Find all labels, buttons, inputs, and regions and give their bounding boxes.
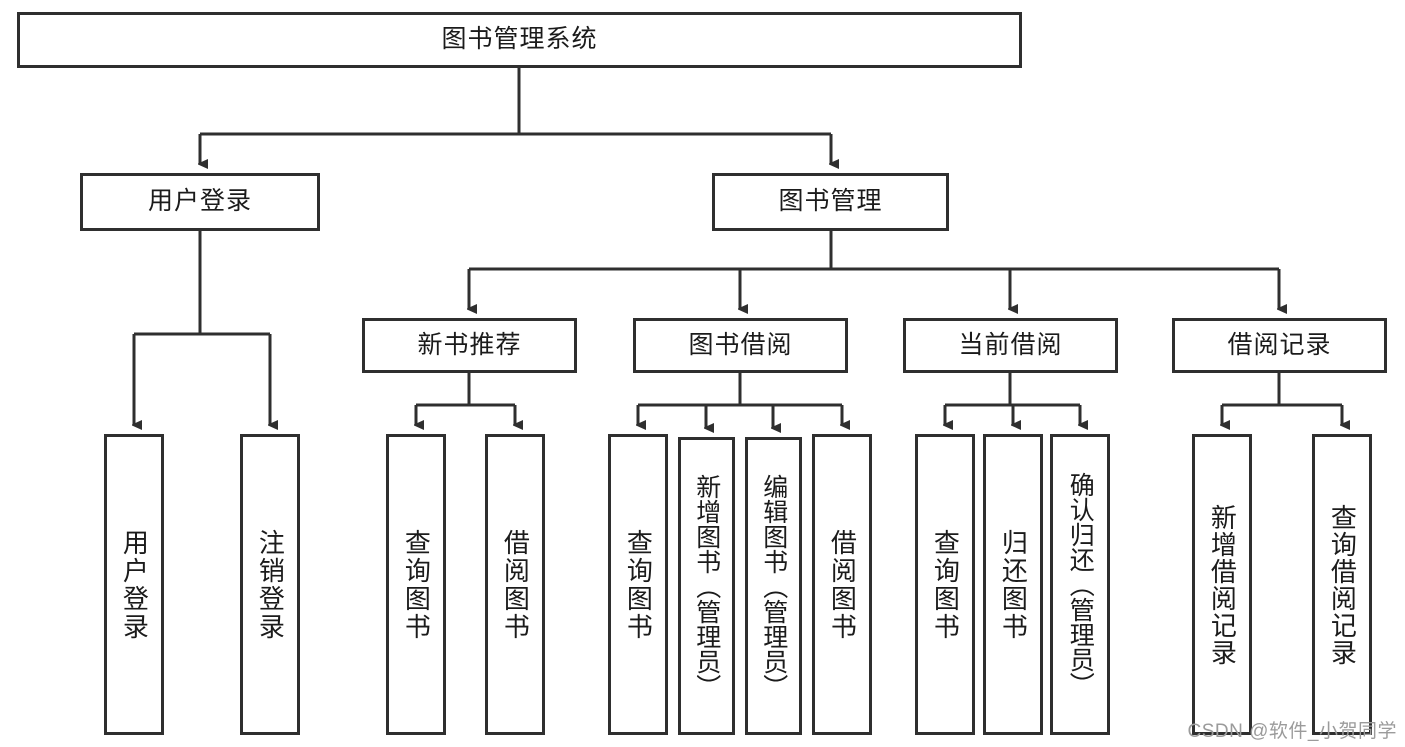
node-leaf-user-login-label: 用户登录 [119, 528, 150, 641]
node-leaf-logout[interactable]: 注销登录 [240, 434, 300, 735]
node-leaf-query-book-recommend-label: 查询图书 [401, 528, 432, 641]
node-user-login[interactable]: 用户登录 [80, 173, 320, 231]
node-leaf-borrow-book[interactable]: 借阅图书 [812, 434, 872, 735]
node-leaf-logout-label: 注销登录 [255, 528, 286, 641]
node-leaf-query-borrow-record-label: 查询借阅记录 [1327, 503, 1358, 666]
node-book-borrow[interactable]: 图书借阅 [633, 318, 848, 373]
node-book-management-label: 图书管理 [778, 187, 883, 216]
node-root-label: 图书管理系统 [441, 25, 598, 54]
node-leaf-return-book[interactable]: 归还图书 [983, 434, 1043, 735]
node-leaf-edit-book-admin-label: 编辑图书（管理员） [759, 473, 788, 699]
node-leaf-add-borrow-record-label: 新增借阅记录 [1207, 503, 1238, 666]
node-leaf-query-book-recommend[interactable]: 查询图书 [386, 434, 446, 735]
node-current-borrow-label: 当前借阅 [958, 330, 1063, 359]
node-leaf-query-book-borrow-label: 查询图书 [623, 528, 654, 641]
node-borrow-record-label: 借阅记录 [1227, 330, 1332, 359]
node-leaf-add-book-admin[interactable]: 新增图书（管理员） [678, 437, 735, 735]
node-leaf-return-book-label: 归还图书 [998, 528, 1029, 641]
node-leaf-add-borrow-record[interactable]: 新增借阅记录 [1192, 434, 1252, 735]
node-new-book-recommend-label: 新书推荐 [417, 330, 522, 359]
node-leaf-borrow-book-recommend-label: 借阅图书 [500, 528, 531, 641]
node-borrow-record[interactable]: 借阅记录 [1172, 318, 1387, 373]
node-user-login-label: 用户登录 [147, 187, 252, 216]
node-leaf-query-book-current[interactable]: 查询图书 [915, 434, 975, 735]
node-leaf-confirm-return-admin-label: 确认归还（管理员） [1066, 472, 1095, 697]
node-leaf-edit-book-admin[interactable]: 编辑图书（管理员） [745, 437, 802, 735]
node-leaf-add-book-admin-label: 新增图书（管理员） [692, 473, 721, 699]
node-new-book-recommend[interactable]: 新书推荐 [362, 318, 577, 373]
node-root[interactable]: 图书管理系统 [17, 12, 1022, 68]
node-leaf-query-book-borrow[interactable]: 查询图书 [608, 434, 668, 735]
node-leaf-borrow-book-recommend[interactable]: 借阅图书 [485, 434, 545, 735]
node-leaf-query-borrow-record[interactable]: 查询借阅记录 [1312, 434, 1372, 735]
node-leaf-query-book-current-label: 查询图书 [930, 528, 961, 641]
node-book-management[interactable]: 图书管理 [712, 173, 949, 231]
node-book-borrow-label: 图书借阅 [688, 330, 793, 359]
node-leaf-confirm-return-admin[interactable]: 确认归还（管理员） [1050, 434, 1110, 735]
node-leaf-user-login[interactable]: 用户登录 [104, 434, 164, 735]
node-leaf-borrow-book-label: 借阅图书 [827, 528, 858, 641]
node-current-borrow[interactable]: 当前借阅 [903, 318, 1118, 373]
